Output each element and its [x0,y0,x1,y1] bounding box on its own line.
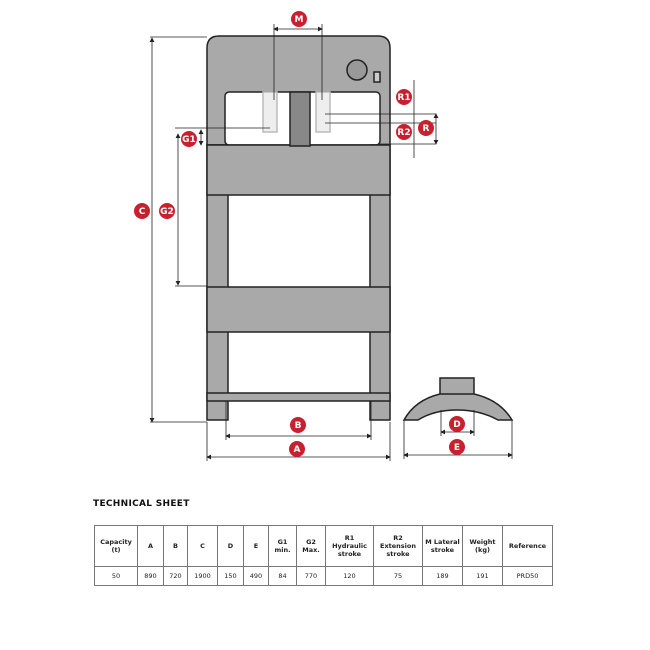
svg-text:A: A [294,445,301,455]
header-cell: Weight (kg) [462,525,503,567]
cell: 890 [137,566,164,586]
header-cell: Capacity (t) [94,525,138,567]
header-cell: D [217,525,244,567]
badge-d: D [449,416,465,432]
cell: 150 [217,566,244,586]
cell: 189 [422,566,463,586]
svg-text:G1: G1 [182,135,196,145]
badge-b: B [290,417,306,433]
cell: 490 [243,566,269,586]
cell: 75 [373,566,423,586]
cell: 120 [325,566,374,586]
header-cell: B [163,525,188,567]
svg-text:C: C [139,207,146,217]
badge-r1: R1 [396,89,412,105]
badge-r2: R2 [396,124,412,140]
cell: PRD50 [502,566,553,586]
header-cell: R2 Extension stroke [373,525,423,567]
cell: 84 [268,566,297,586]
svg-text:G2: G2 [160,207,174,217]
badge-g2: G2 [159,203,175,219]
header-cell: M Lateral stroke [422,525,463,567]
cell: 191 [462,566,503,586]
header-cell: G2 Max. [296,525,326,567]
cell: 770 [296,566,326,586]
svg-text:R2: R2 [397,128,410,138]
header-cell: Reference [502,525,553,567]
table-header-row: Capacity (t) A B C D E G1 min. G2 Max. R… [94,525,553,567]
header-cell: G1 min. [268,525,297,567]
cell: 720 [163,566,188,586]
badge-a: A [289,441,305,457]
technical-sheet-table: Capacity (t) A B C D E G1 min. G2 Max. R… [94,525,553,586]
table-row: 50 890 720 1900 150 490 84 770 120 75 18… [94,566,553,586]
svg-text:M: M [295,15,304,25]
badge-g1: G1 [181,131,197,147]
press-technical-drawing: M R1 R2 R G1 G2 C B A D E [134,11,514,461]
sheet-title: TECHNICAL SHEET [93,499,190,509]
badge-m: M [291,11,307,27]
dimension-badges: M R1 R2 R G1 G2 C B A D E [134,11,465,457]
svg-text:R: R [423,124,430,134]
press-foot-detail [402,377,514,421]
dimension-lines [149,24,513,461]
svg-text:R1: R1 [397,93,410,103]
header-cell: C [187,525,218,567]
base-bar [206,392,391,402]
svg-text:B: B [295,421,302,431]
cell: 1900 [187,566,218,586]
header-cell: A [137,525,164,567]
lower-bolster [206,286,391,333]
header-cell: R1 Hydraulic stroke [325,525,374,567]
press-frame [206,35,391,421]
badge-e: E [449,439,465,455]
badge-r: R [418,120,434,136]
header-cell: E [243,525,269,567]
svg-text:E: E [454,443,460,453]
cell: 50 [94,566,138,586]
svg-text:D: D [453,420,460,430]
upper-bolster [206,144,391,196]
badge-c: C [134,203,150,219]
